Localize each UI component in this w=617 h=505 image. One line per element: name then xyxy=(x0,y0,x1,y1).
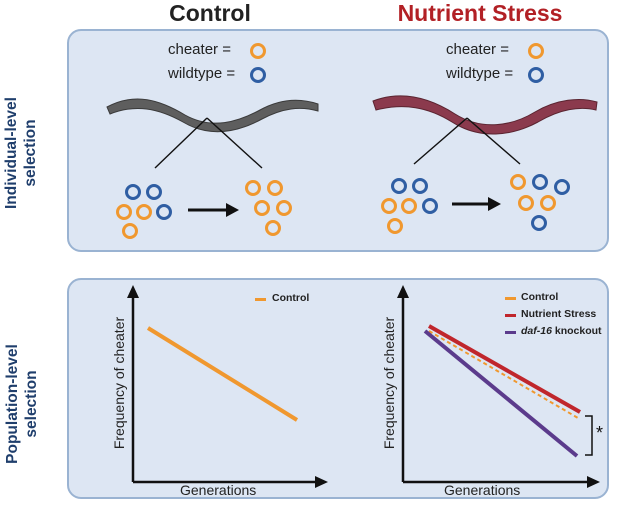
branch-line xyxy=(206,117,263,169)
cheater-cell xyxy=(510,174,526,190)
cheater-cell xyxy=(136,204,152,220)
wildtype-legend-label: wildtype = xyxy=(446,65,514,82)
wildtype-cell xyxy=(532,174,548,190)
wildtype-legend-ring xyxy=(250,67,266,83)
nutrient-stress-title: Nutrient Stress xyxy=(397,0,563,26)
significance-star: * xyxy=(596,423,604,443)
knockout-gene-name: daf-16 xyxy=(521,325,552,337)
wildtype-cell xyxy=(125,184,141,200)
control-line xyxy=(146,326,299,422)
wildtype-cell xyxy=(391,178,407,194)
cheater-cell xyxy=(245,180,261,196)
population-selection-panel xyxy=(67,278,609,499)
cheater-cell xyxy=(265,220,281,236)
transition-arrow-head xyxy=(488,197,501,211)
legend-label-nutrient-stress: Nutrient Stress xyxy=(521,308,597,320)
legend-swatch-nutrient-stress xyxy=(505,314,516,317)
legend-label-knockout: daf-16 knockout xyxy=(521,325,602,337)
legend-label-control: Control xyxy=(521,291,559,303)
right-x-axis-arrowhead xyxy=(587,476,600,488)
left-y-axis-title: Frequency of cheater xyxy=(111,316,127,450)
cheater-cell xyxy=(518,195,534,211)
stress-worm xyxy=(372,95,598,135)
cheater-cell xyxy=(116,204,132,220)
cheater-legend-label: cheater = xyxy=(446,41,509,58)
wildtype-cell xyxy=(422,198,438,214)
left-y-axis-arrowhead xyxy=(127,285,139,298)
nutrient-stress-line xyxy=(428,324,581,414)
wildtype-cell xyxy=(156,204,172,220)
control-worm xyxy=(106,98,319,133)
legend-swatch-control xyxy=(505,297,516,300)
right-y-axis-title: Frequency of cheater xyxy=(381,316,397,450)
wildtype-cell xyxy=(554,179,570,195)
left-x-axis-title: Generations xyxy=(180,482,257,498)
cheater-cell xyxy=(387,218,403,234)
wildtype-cell xyxy=(412,178,428,194)
legend-swatch-control xyxy=(255,298,266,301)
cheater-cell xyxy=(276,200,292,216)
cheater-cell xyxy=(540,195,556,211)
significance-bracket xyxy=(585,415,593,456)
wildtype-legend-label: wildtype = xyxy=(168,65,236,82)
left-x-axis-arrowhead xyxy=(315,476,328,488)
cheater-legend-ring xyxy=(528,43,544,59)
cheater-legend-label: cheater = xyxy=(168,41,231,58)
knockout-suffix: knockout xyxy=(551,325,602,337)
branch-line xyxy=(154,117,208,169)
right-y-axis-arrowhead xyxy=(397,285,409,298)
cheater-cell xyxy=(381,198,397,214)
knockout-line xyxy=(423,329,579,458)
legend-label-control: Control xyxy=(272,292,310,304)
wildtype-cell xyxy=(531,215,547,231)
cheater-legend-ring xyxy=(250,43,266,59)
cheater-cell xyxy=(254,200,270,216)
wildtype-legend-ring xyxy=(528,67,544,83)
branch-line xyxy=(466,117,521,165)
right-x-axis-title: Generations xyxy=(444,482,521,498)
transition-arrow-head xyxy=(226,203,239,217)
cheater-cell xyxy=(122,223,138,239)
control-line xyxy=(428,330,579,419)
branch-line xyxy=(413,117,468,165)
wildtype-cell xyxy=(146,184,162,200)
cheater-cell xyxy=(267,180,283,196)
control-title: Control xyxy=(169,0,251,26)
cheater-cell xyxy=(401,198,417,214)
legend-swatch-knockout xyxy=(505,331,516,334)
